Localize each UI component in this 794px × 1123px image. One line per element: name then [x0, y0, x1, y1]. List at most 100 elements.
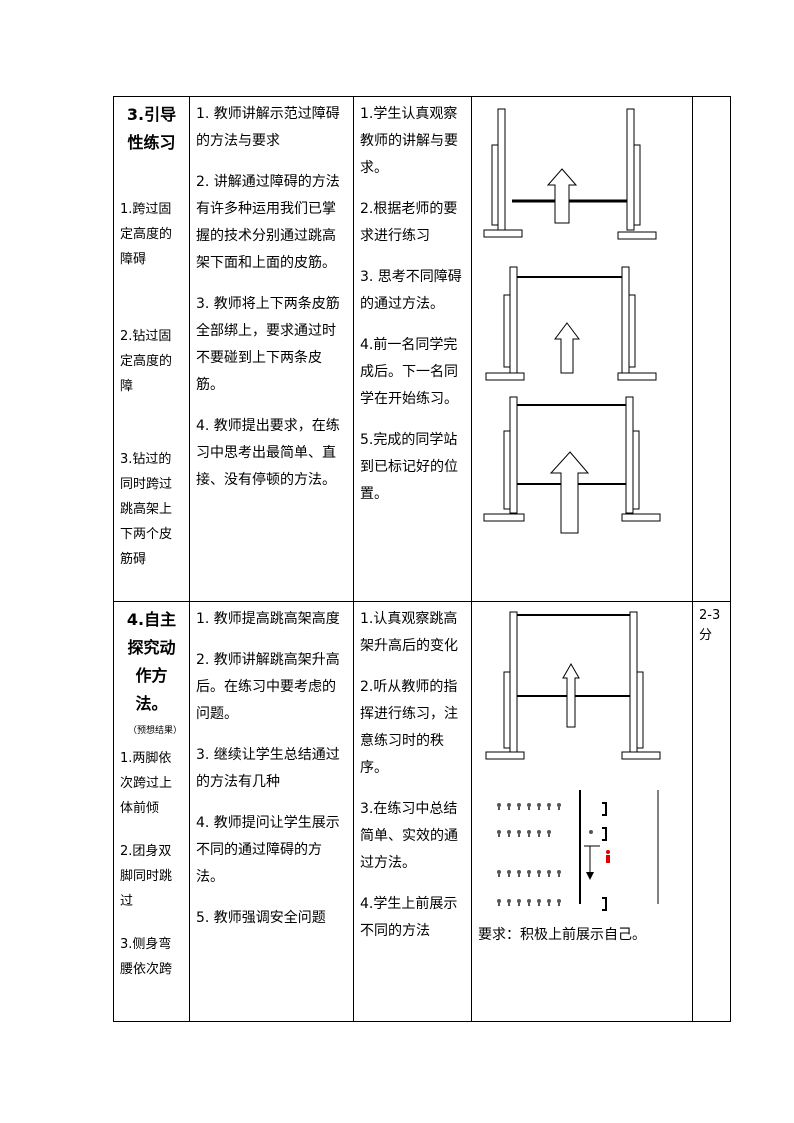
section-cell: 4.自主探究动作方法。 （预想结果） 1.两脚依次跨过上体前倾 2.团身双脚同时… [113, 601, 190, 1022]
student-dot [557, 899, 561, 903]
diagram-cell [471, 96, 693, 602]
student-dot [537, 803, 541, 807]
student-dot [548, 807, 550, 810]
teacher-step: 1. 教师提高跳高架高度 [196, 611, 340, 627]
table-row: 4.自主探究动作方法。 （预想结果） 1.两脚依次跨过上体前倾 2.团身双脚同时… [113, 601, 731, 1022]
teacher-cell: 1. 教师讲解示范过障碍的方法与要求 2. 讲解通过障碍的方法有许多种运用我们已… [189, 96, 354, 602]
student-dot [538, 903, 540, 906]
section-title: 3.引导性练习 [126, 105, 177, 152]
student-step: 5.完成的同学站到已标记好的位置。 [360, 432, 458, 502]
student-dot [548, 834, 550, 837]
student-dot [547, 830, 551, 834]
student-dot [557, 803, 561, 807]
time-text: 2-3分 [699, 608, 721, 643]
student-step: 3. 思考不同障碍的通过方法。 [360, 269, 462, 312]
sub-item: 3.侧身弯腰依次跨 [120, 937, 173, 977]
hurdle-figure [485, 266, 657, 381]
student-dot [517, 803, 521, 807]
lane-markers [579, 790, 659, 911]
student-dot [537, 899, 541, 903]
teacher-cell: 1. 教师提高跳高架高度 2. 教师讲解跳高架升高后。在练习中要考虑的问题。 3… [189, 601, 354, 1022]
sub-item: 1.两脚依次跨过上体前倾 [120, 751, 173, 816]
student-dot [517, 830, 521, 834]
person-icon [606, 850, 610, 863]
table-row: 3.引导性练习 1.跨过固定高度的障碍 2.钻过固定高度的障 3.钻过的同时跨过… [113, 96, 731, 602]
student-dot [528, 834, 530, 837]
student-dot [498, 834, 500, 837]
student-dot [507, 803, 511, 807]
hurdle-figure [483, 396, 661, 534]
student-dot [498, 903, 500, 906]
student-dot [558, 807, 560, 810]
student-dot [508, 807, 510, 810]
student-dot [518, 874, 520, 877]
student-step: 1.认真观察跳高架升高后的变化 [360, 611, 458, 654]
lesson-plan-table: 3.引导性练习 1.跨过固定高度的障碍 2.钻过固定高度的障 3.钻过的同时跨过… [113, 96, 731, 1022]
student-dot [508, 903, 510, 906]
student-dot [518, 807, 520, 810]
student-dot [528, 807, 530, 810]
student-dot [548, 903, 550, 906]
time-cell: 2-3分 [692, 601, 731, 1022]
student-cell: 1.学生认真观察教师的讲解与要求。 2.根据老师的要求进行练习 3. 思考不同障… [353, 96, 472, 602]
sub-item: 2.钻过固定高度的障 [120, 329, 173, 394]
teacher-step: 5. 教师强调安全问题 [196, 910, 326, 926]
student-dot [497, 830, 501, 834]
student-dot [538, 807, 540, 810]
student-dot [507, 899, 511, 903]
section-title: 4.自主探究动作方法。 [126, 610, 177, 713]
student-step: 2.根据老师的要求进行练习 [360, 201, 458, 244]
student-dot [557, 870, 561, 874]
hurdle-figure [483, 108, 657, 240]
student-dot [558, 874, 560, 877]
student-step: 4.前一名同学完成后。下一名同学在开始练习。 [360, 337, 458, 407]
student-dot [537, 830, 541, 834]
student-dot [538, 874, 540, 877]
student-dot [507, 870, 511, 874]
teacher-step: 4. 教师提问让学生展示不同的通过障碍的方法。 [196, 815, 340, 885]
student-formation [497, 803, 593, 906]
student-dot [498, 874, 500, 877]
teacher-step: 4. 教师提出要求，在练习中思考出最简单、直接、没有停顿的方法。 [196, 418, 340, 488]
student-cell: 1.认真观察跳高架升高后的变化 2.听从教师的指挥进行练习，注意练习时的秩序。 … [353, 601, 472, 1022]
teacher-step: 2. 讲解通过障碍的方法有许多种运用我们已掌握的技术分别通过跳高架下面和上面的皮… [196, 174, 340, 271]
hurdle-diagram [483, 108, 661, 534]
section-cell: 3.引导性练习 1.跨过固定高度的障碍 2.钻过固定高度的障 3.钻过的同时跨过… [113, 96, 190, 602]
sub-item: 1.跨过固定高度的障碍 [120, 202, 173, 267]
hurdle-figure [485, 611, 661, 760]
teacher-step: 3. 继续让学生总结通过的方法有几种 [196, 747, 340, 790]
student-dot [528, 874, 530, 877]
student-dot [497, 870, 501, 874]
student-dot [527, 899, 531, 903]
student-dot [538, 834, 540, 837]
student-dot [507, 830, 511, 834]
teacher-step: 2. 教师讲解跳高架升高后。在练习中要考虑的问题。 [196, 652, 340, 722]
student-dot [497, 803, 501, 807]
student-dot [508, 874, 510, 877]
student-dot [517, 899, 521, 903]
student-step: 1.学生认真观察教师的讲解与要求。 [360, 106, 458, 176]
student-dot [518, 903, 520, 906]
student-dot [517, 870, 521, 874]
student-dot [558, 903, 560, 906]
note-text: （预想结果） [128, 726, 183, 736]
student-dot [498, 807, 500, 810]
student-step: 4.学生上前展示不同的方法 [360, 896, 458, 939]
student-dot [547, 870, 551, 874]
diagram-cell: 要求：积极上前展示自己。 [471, 601, 693, 1022]
student-dot [547, 899, 551, 903]
student-dot [589, 830, 593, 834]
student-dot [537, 870, 541, 874]
student-dot [508, 834, 510, 837]
student-dot [548, 874, 550, 877]
student-dot [527, 830, 531, 834]
student-dot [528, 903, 530, 906]
student-dot [527, 870, 531, 874]
sub-item: 3.钻过的同时跨过跳高架上下两个皮筋碍 [120, 452, 173, 567]
student-dot [497, 899, 501, 903]
time-cell [692, 96, 731, 602]
student-dot [547, 803, 551, 807]
student-step: 2.听从教师的指挥进行练习，注意练习时的秩序。 [360, 679, 458, 776]
student-step: 3.在练习中总结简单、实效的通过方法。 [360, 801, 458, 871]
requirement-text: 要求：积极上前展示自己。 [478, 927, 646, 943]
